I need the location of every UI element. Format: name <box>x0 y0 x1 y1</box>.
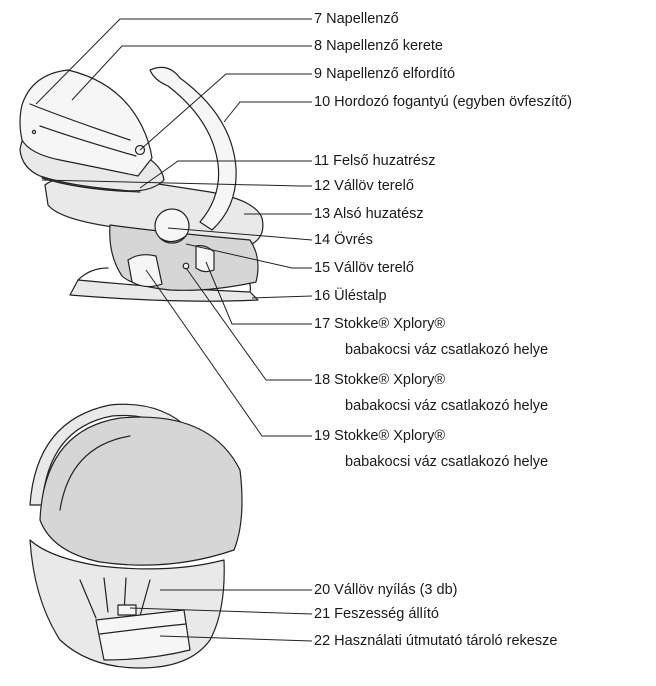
attachment-point-19 <box>127 254 163 288</box>
label-9: 9 Napellenző elfordító <box>314 66 456 82</box>
label-16: 16 Üléstalp <box>314 288 387 304</box>
label-17: 17 Stokke® Xplory® <box>314 316 445 332</box>
label-15: 15 Vállöv terelő <box>314 260 414 276</box>
canopy <box>19 69 153 177</box>
attachment-point-17 <box>195 245 215 273</box>
label-11: 11 Felső huzatrész <box>314 153 436 169</box>
label-14: 14 Övrés <box>314 232 373 248</box>
attachment-point-18 <box>182 262 190 270</box>
label-19-line2: babakocsi váz csatlakozó helye <box>345 454 549 470</box>
car-seat-side-view <box>19 66 264 302</box>
leader-lines <box>35 18 313 642</box>
label-18: 18 Stokke® Xplory® <box>314 372 445 388</box>
label-22: 22 Használati útmutató tároló rekesze <box>314 633 558 649</box>
label-17-line2: babakocsi váz csatlakozó helye <box>345 342 549 358</box>
label-18-line2: babakocsi váz csatlakozó helye <box>345 398 549 414</box>
belt-tensioner <box>117 604 137 616</box>
car-seat-front-view <box>29 403 243 669</box>
label-12: 12 Vállöv terelő <box>314 178 414 194</box>
label-20: 20 Vállöv nyílás (3 db) <box>314 582 458 598</box>
carry-handle <box>149 66 237 231</box>
label-13: 13 Alsó huzatész <box>314 206 424 222</box>
label-19: 19 Stokke® Xplory® <box>314 428 445 444</box>
label-21: 21 Feszesség állító <box>314 606 439 622</box>
manual-compartment <box>95 609 191 661</box>
front-canopy <box>39 416 243 566</box>
belt-guide-ring <box>154 208 190 244</box>
label-10: 10 Hordozó fogantyú (egyben övfeszítő) <box>314 94 572 110</box>
label-7: 7 Napellenző <box>314 11 399 27</box>
label-8: 8 Napellenző kerete <box>314 38 443 54</box>
